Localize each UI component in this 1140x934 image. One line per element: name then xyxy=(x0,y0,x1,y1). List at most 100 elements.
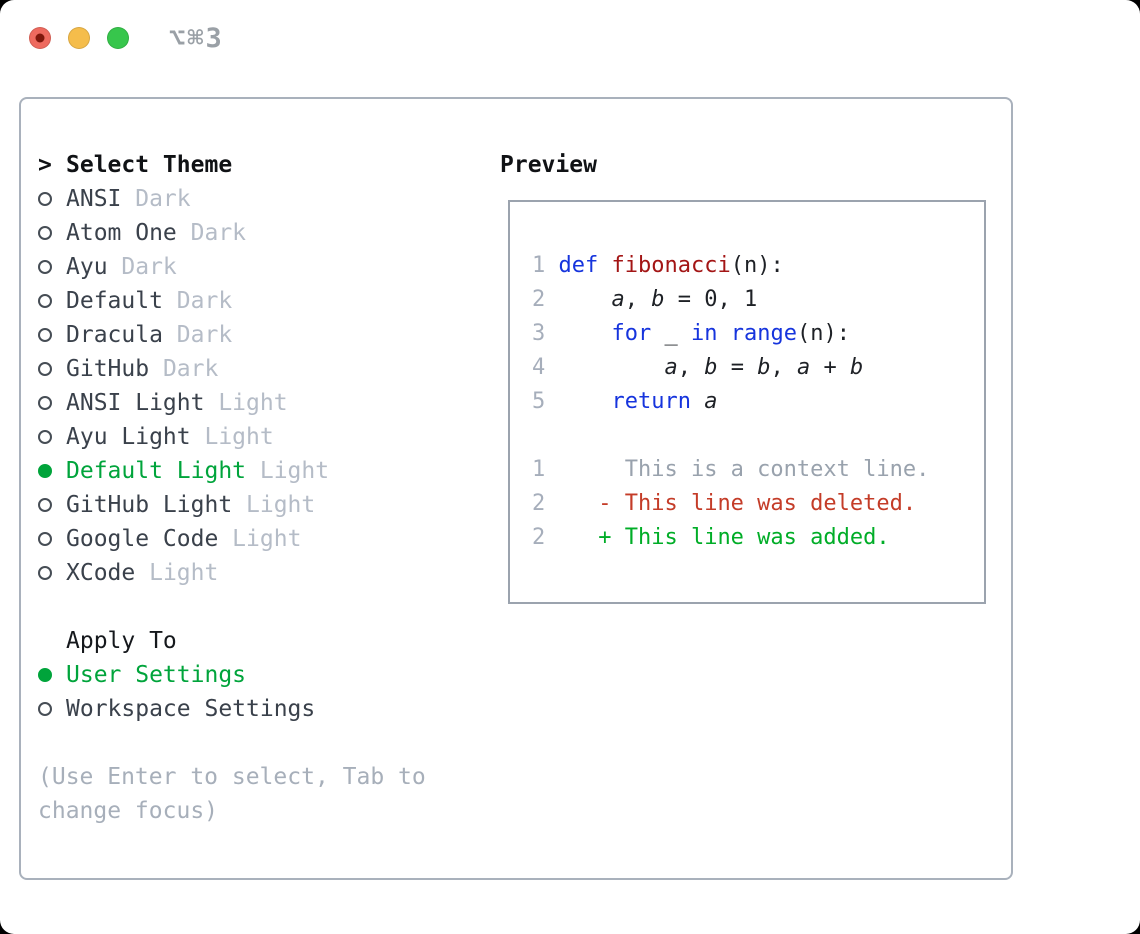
theme-variant-label: Light xyxy=(232,492,316,518)
apply-to-header: Apply To xyxy=(38,624,315,658)
theme-option[interactable]: Default Dark xyxy=(38,284,329,318)
code-token: a xyxy=(796,355,811,380)
selected-radio-icon xyxy=(38,464,52,478)
code-token: + xyxy=(810,355,850,380)
code-token: = xyxy=(717,355,758,380)
theme-variant-label: Light xyxy=(246,458,330,484)
code-token: fibonacci xyxy=(611,253,731,278)
radio-icon xyxy=(38,566,52,580)
theme-variant-label: Dark xyxy=(162,288,233,314)
code-token: (n): xyxy=(796,321,850,346)
code-token: = 0, 1 xyxy=(664,287,758,312)
radio-gutter xyxy=(38,668,66,682)
radio-icon xyxy=(38,362,52,376)
diff-text: + This line was added. xyxy=(558,525,890,550)
radio-gutter xyxy=(38,260,66,274)
theme-variant-label: Light xyxy=(135,560,219,586)
theme-option[interactable]: Ayu Light Light xyxy=(38,420,329,454)
theme-name-label: Ayu xyxy=(66,254,108,280)
titlebar: ⌥⌘3 xyxy=(29,23,224,54)
code-line: 3 for _ in range(n): xyxy=(532,317,984,351)
traffic-lights xyxy=(29,27,146,49)
radio-gutter xyxy=(38,192,66,206)
apply-to-title: Apply To xyxy=(66,628,177,654)
code-line: 4 a, b = b, a + b xyxy=(532,351,984,385)
close-button[interactable] xyxy=(29,27,51,49)
radio-gutter xyxy=(38,362,66,376)
diff-line-added: 2 + This line was added. xyxy=(532,521,984,555)
line-number: 2 xyxy=(532,525,559,550)
radio-gutter xyxy=(38,464,66,478)
code-token xyxy=(691,389,704,414)
code-line: 1 def fibonacci(n): xyxy=(532,249,984,283)
theme-option[interactable]: XCode Light xyxy=(38,556,329,590)
apply-to-option[interactable]: Workspace Settings xyxy=(38,692,315,726)
theme-name-label: Ayu Light xyxy=(66,424,191,450)
code-token: , xyxy=(624,287,652,312)
code-line: 5 return a xyxy=(532,385,984,419)
theme-option[interactable]: Google Code Light xyxy=(38,522,329,556)
diff-text: This is a context line. xyxy=(558,457,930,482)
code-token: a xyxy=(704,389,718,414)
code-token: range xyxy=(730,321,797,346)
selection-caret-icon: > xyxy=(38,152,52,178)
line-number: 4 xyxy=(532,355,559,380)
code-token xyxy=(559,321,612,346)
code-token xyxy=(598,253,611,278)
zoom-button[interactable] xyxy=(107,27,129,49)
theme-option[interactable]: ANSI Dark xyxy=(38,182,329,216)
theme-option[interactable]: Dracula Dark xyxy=(38,318,329,352)
window-shortcut-label: ⌥⌘3 xyxy=(169,22,224,54)
radio-icon xyxy=(38,328,52,342)
theme-option[interactable]: Atom One Dark xyxy=(38,216,329,250)
theme-name-label: GitHub Light xyxy=(66,492,233,518)
line-number: 5 xyxy=(532,389,559,414)
theme-variant-label: Light xyxy=(218,526,302,552)
code-token xyxy=(717,321,730,346)
radio-icon xyxy=(38,396,52,410)
line-number: 3 xyxy=(532,321,559,346)
code-token: _ xyxy=(651,321,691,346)
diff-preview: 1 This is a context line. 2 - This line w… xyxy=(532,453,984,555)
theme-variant-label: Dark xyxy=(176,220,247,246)
radio-gutter xyxy=(38,430,66,444)
code-token: b xyxy=(849,355,864,380)
radio-icon xyxy=(38,498,52,512)
theme-name-label: ANSI xyxy=(66,186,122,212)
radio-gutter xyxy=(38,396,66,410)
radio-icon xyxy=(38,430,52,444)
theme-variant-label: Light xyxy=(204,390,288,416)
line-number: 1 xyxy=(532,457,559,482)
theme-option[interactable]: ANSI Light Light xyxy=(38,386,329,420)
theme-name-label: ANSI Light xyxy=(66,390,205,416)
theme-list-header: > Select Theme xyxy=(38,148,329,182)
code-token: return xyxy=(611,389,691,414)
theme-option[interactable]: GitHub Dark xyxy=(38,352,329,386)
theme-name-label: GitHub xyxy=(66,356,150,382)
radio-gutter xyxy=(38,702,66,716)
code-token: b xyxy=(651,287,665,312)
theme-option[interactable]: Default Light Light xyxy=(38,454,329,488)
theme-option[interactable]: Ayu Dark xyxy=(38,250,329,284)
code-token xyxy=(559,287,612,312)
theme-name-label: Default Light xyxy=(66,458,247,484)
code-token xyxy=(559,389,612,414)
code-token: a xyxy=(611,287,625,312)
minimize-button[interactable] xyxy=(68,27,90,49)
radio-icon xyxy=(38,532,52,546)
theme-option[interactable]: GitHub Light Light xyxy=(38,488,329,522)
code-token: in xyxy=(690,321,718,346)
apply-option-label: Workspace Settings xyxy=(66,696,316,722)
code-line: 2 a, b = 0, 1 xyxy=(532,283,984,317)
apply-to-option[interactable]: User Settings xyxy=(38,658,315,692)
line-number: 2 xyxy=(532,491,559,516)
diff-text: - This line was deleted. xyxy=(558,491,917,516)
code-token: a xyxy=(664,355,678,380)
theme-list-title: Select Theme xyxy=(66,152,233,178)
code-token: b xyxy=(757,355,771,380)
line-number: 1 xyxy=(532,253,559,278)
code-token: for xyxy=(611,321,652,346)
